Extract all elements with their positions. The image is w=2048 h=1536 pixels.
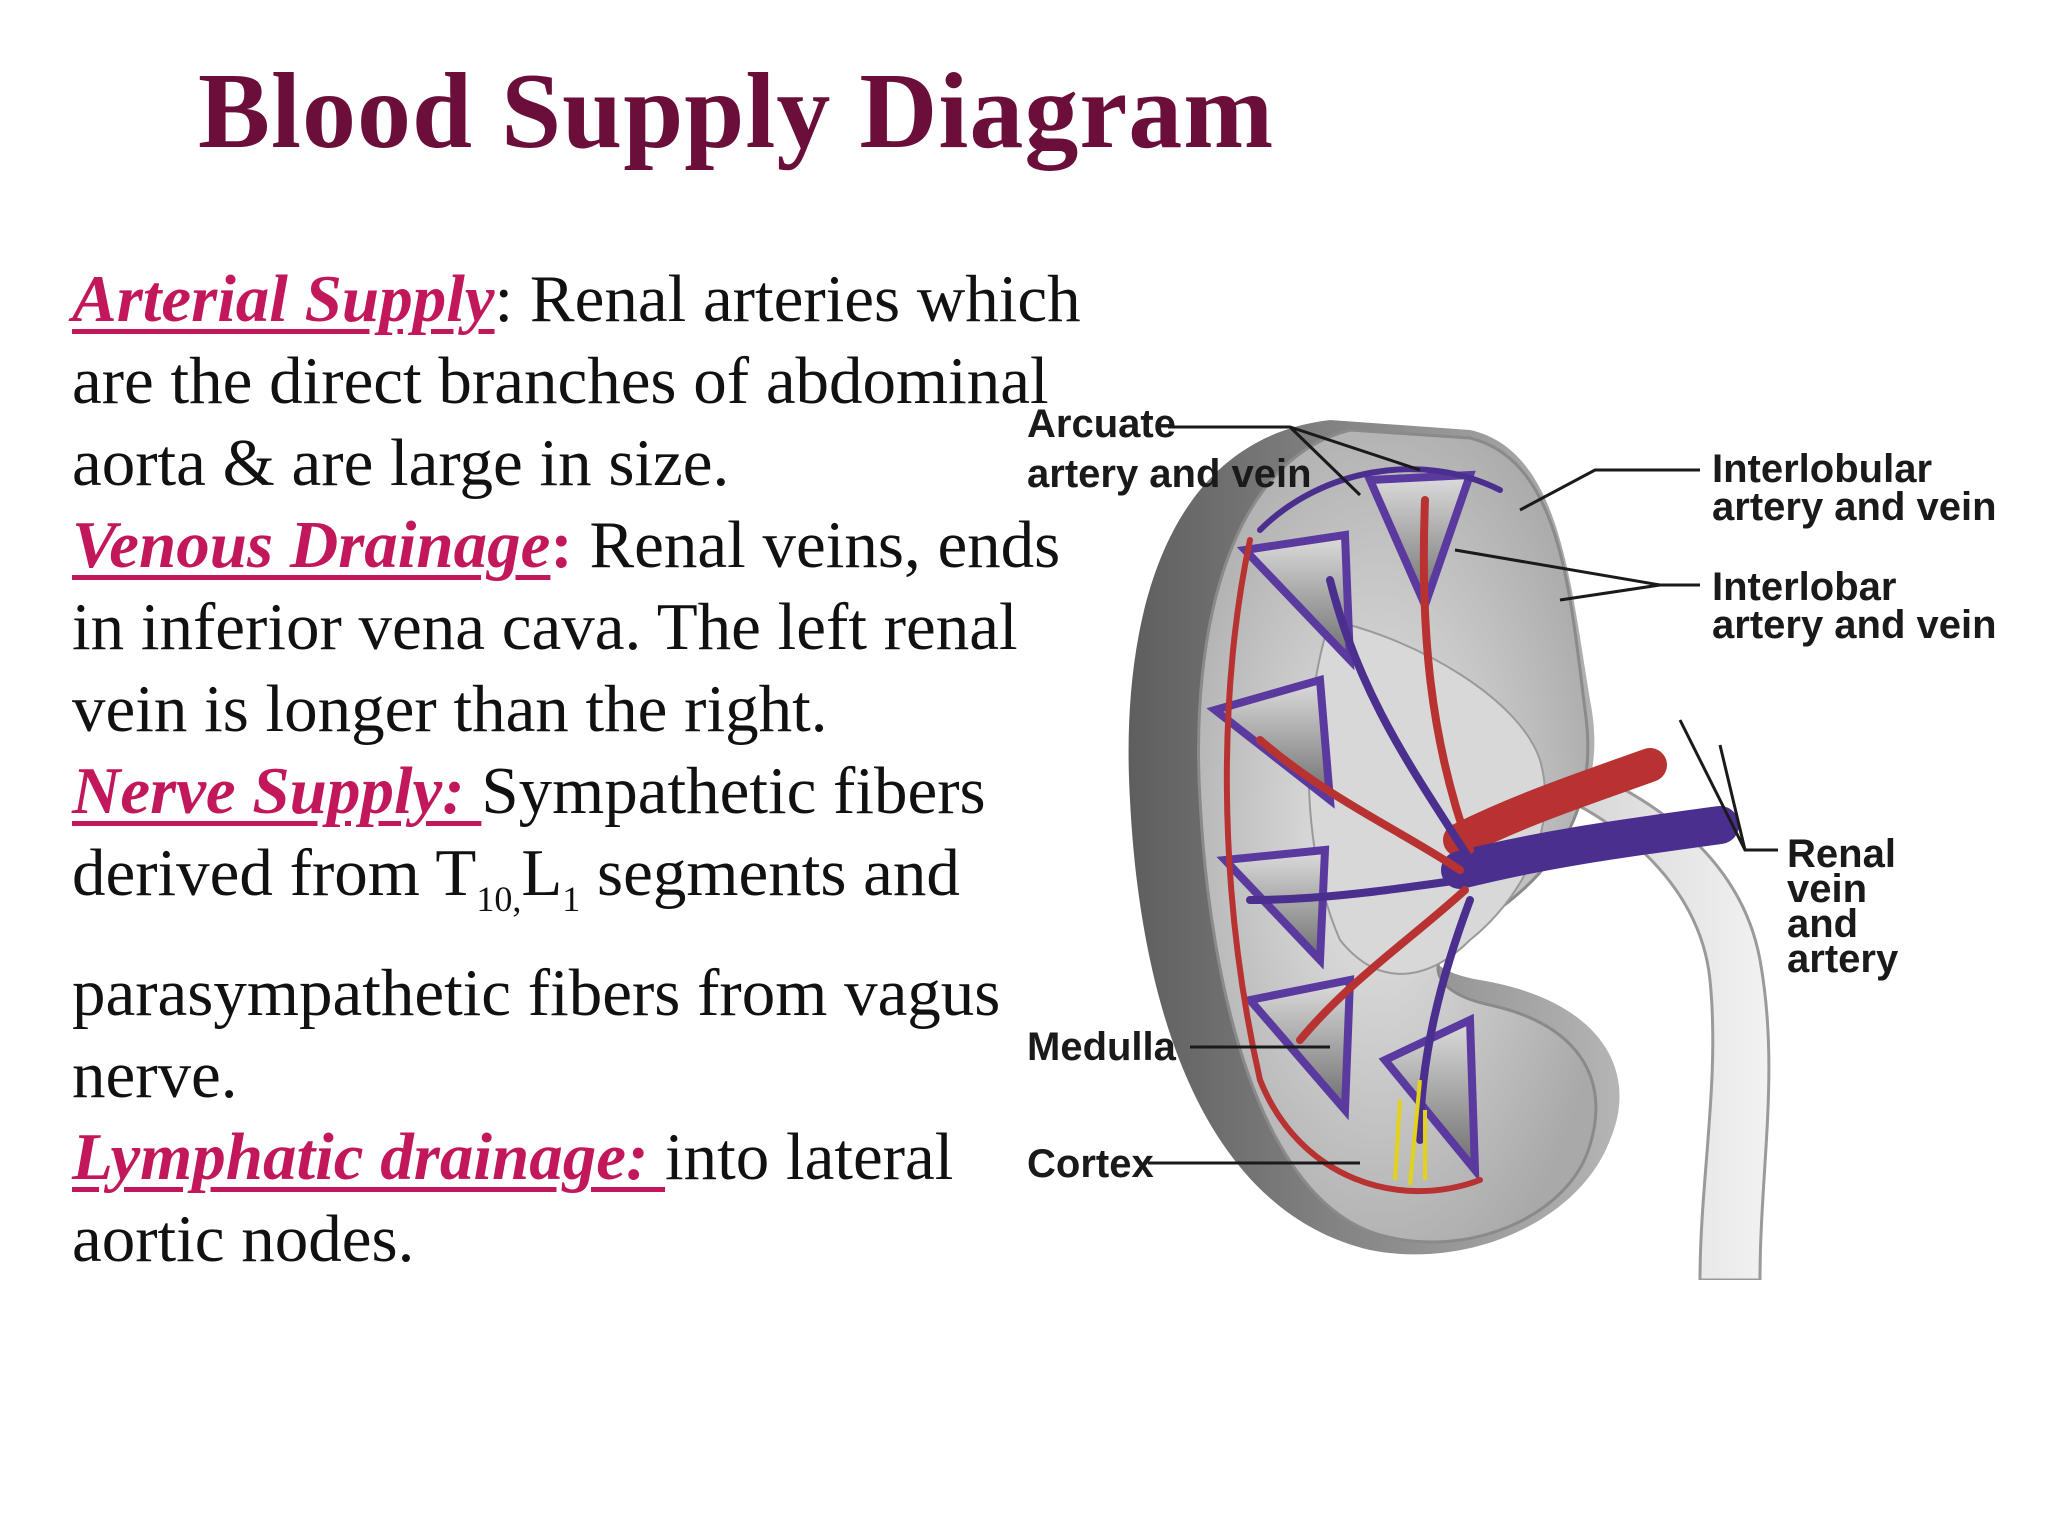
arcuate-vessel [1223, 537, 1483, 1195]
label-renal-3: and [1787, 902, 1858, 946]
interlobar-vessel-5 [1296, 886, 1469, 1044]
renal-vessels [1223, 466, 1739, 1195]
nerve-subscript-1: 10, [476, 879, 522, 919]
leader-lines [1148, 425, 1778, 1165]
venous-colon: : [550, 508, 573, 582]
nerve-text-2c: segments and [580, 836, 960, 910]
venous-line-1: Venous Drainage: Renal veins, ends [72, 504, 1112, 586]
arterial-line-1: Arterial Supply: Renal arteries which [72, 258, 1112, 340]
kidney-diagram: Arcuate artery and vein Interlobular art… [1027, 402, 1997, 1280]
label-arcuate-2: artery and vein [1027, 452, 1312, 496]
nerve-text-2a: derived from T [72, 836, 477, 910]
nerve-supply-heading: Nerve Supply: [72, 754, 482, 828]
nerve-text-2b: L [521, 836, 563, 910]
interlobar-leader [1454, 548, 1700, 602]
label-arcuate-1: Arcuate [1027, 402, 1176, 446]
arcuate-leader [1168, 425, 1421, 497]
nerve-subscript-2: 1 [562, 879, 581, 919]
interlobar-vessel-2 [1326, 576, 1474, 864]
lymphatic-text-1: into lateral [665, 1120, 954, 1194]
label-interlobular-2: artery and vein [1712, 485, 1997, 529]
nerve-fibers [1393, 1079, 1427, 1186]
lymphatic-text-2: aortic nodes. [72, 1202, 415, 1276]
label-interlobular-1: Interlobular [1712, 447, 1932, 491]
ureter [1516, 758, 1771, 1280]
venous-text-3: vein is longer than the right. [72, 672, 828, 746]
interlobar-vessel-3 [1256, 736, 1464, 874]
label-renal-1: Renal [1787, 832, 1896, 876]
venous-text-2: in inferior vena cava. The left renal [72, 590, 1018, 664]
label-renal-4: artery [1787, 937, 1899, 981]
venous-text-1: Renal veins, ends [572, 508, 1061, 582]
pyramid-4 [1216, 845, 1330, 970]
label-interlobar-2: artery and vein [1712, 603, 1997, 647]
label-cortex: Cortex [1027, 1142, 1154, 1186]
arterial-text-1: : Renal arteries which [494, 262, 1081, 336]
nerve-line-1: Nerve Supply: Sympathetic fibers [72, 750, 1112, 832]
renal-leader [1678, 719, 1778, 852]
renal-artery [1443, 748, 1667, 857]
interlobar-vessel-1 [1419, 496, 1474, 854]
label-interlobar-1: Interlobar [1712, 565, 1896, 609]
body-text: Arterial Supply: Renal arteries which ar… [72, 258, 1112, 1280]
label-medulla: Medulla [1027, 1025, 1177, 1069]
nerve-text-1: Sympathetic fibers [481, 754, 986, 828]
interlobular-leader [1519, 468, 1700, 512]
lymphatic-line-1: Lymphatic drainage: into lateral [72, 1116, 1112, 1198]
arterial-text-3: aorta & are large in size. [72, 426, 730, 500]
arterial-supply-heading: Arterial Supply [72, 262, 495, 336]
nerve-text-4: nerve. [72, 1038, 238, 1112]
pyramid-2 [1236, 530, 1355, 671]
interlobar-vessel-6 [1416, 896, 1474, 1144]
nerve-text-3: parasympathetic fibers from vagus [72, 956, 1001, 1030]
lymphatic-drainage-heading: Lymphatic drainage: [72, 1120, 666, 1194]
arcuate-vessel-upper [1257, 466, 1503, 533]
nerve-line-2: derived from T10,L1 segments and [72, 832, 1112, 940]
arterial-text-2: are the direct branches of abdominal [72, 344, 1049, 418]
page-title: Blood Supply Diagram [198, 52, 1275, 171]
interlobar-vessel-4 [1246, 876, 1464, 904]
venous-drainage-heading: Venous Drainage [72, 508, 551, 582]
renal-vein [1441, 806, 1739, 889]
label-renal-2: vein [1787, 867, 1867, 911]
